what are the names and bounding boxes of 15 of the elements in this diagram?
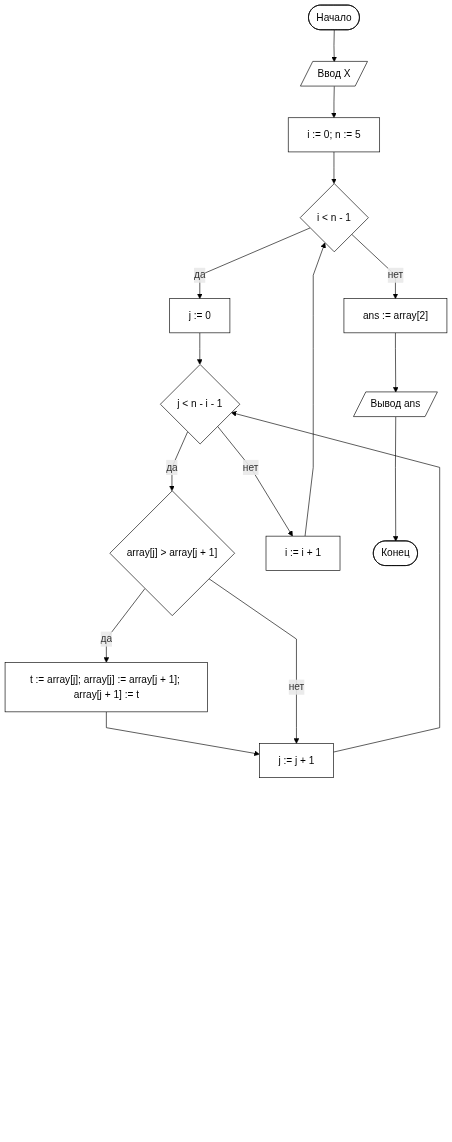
edge-label: да	[100, 633, 113, 645]
edge-label: нет	[288, 681, 305, 693]
node-box: j := j + 1	[259, 743, 334, 778]
node-box: ans := array[2]	[343, 298, 448, 334]
node-box: i := 0; n := 5	[287, 117, 380, 153]
node-diamond: j < n - i - 1	[160, 364, 241, 445]
edge-label: нет	[387, 269, 404, 281]
edge-label: да	[166, 461, 178, 473]
edge-label: нет	[242, 461, 259, 473]
node-box: j := 0	[169, 298, 231, 334]
node-diamond: i < n - 1	[299, 183, 369, 253]
node-box: t := array[j]; array[j] := array[j + 1]; array[j + 1] := t	[4, 662, 208, 713]
node-diamond: array[j] > array[j + 1]	[109, 490, 235, 616]
edge-label: да	[194, 269, 206, 281]
node-box: i := i + 1	[265, 535, 341, 571]
